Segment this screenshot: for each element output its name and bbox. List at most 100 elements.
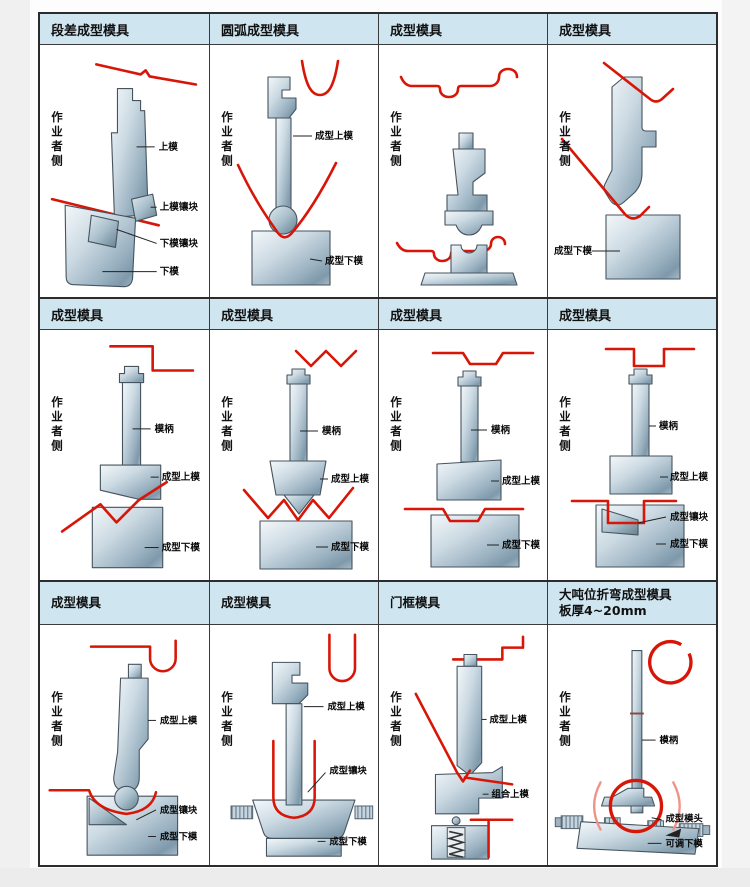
part-labels: 上模 上模镶块 下模镶块 下模 xyxy=(102,141,198,278)
part-label: 上模镶块 xyxy=(160,201,199,213)
panel-diagram-area: 作业者侧 xyxy=(210,625,378,865)
panel-title: 成型模具 xyxy=(548,299,716,330)
part-label: 成型上模 xyxy=(160,714,198,726)
part-label: 成型上模 xyxy=(327,701,365,713)
die-diagram: 模柄 成型模头 可调下模 xyxy=(554,639,711,855)
die-shapes xyxy=(554,650,711,855)
red-profile xyxy=(109,345,195,372)
part-labels: 模柄 成型上模 成型下模 xyxy=(132,423,200,554)
panel-title: 门框模具 xyxy=(379,582,547,625)
red-profile xyxy=(648,639,693,685)
part-labels: 成型上模 成型镶块 成型下模 xyxy=(136,714,198,842)
part-labels: 模柄 成型上模 成型下模 xyxy=(471,424,541,551)
red-profile xyxy=(399,67,519,99)
panel-diagram-area: 作业者侧 成型下模 xyxy=(548,45,716,297)
part-label: 下模 xyxy=(160,266,180,278)
die-catalog-grid: 段差成型模具 作业者侧 xyxy=(38,12,718,867)
panel-diagram-area: 作业者侧 xyxy=(210,45,378,297)
die-diagram xyxy=(395,67,519,286)
red-profile xyxy=(60,480,169,533)
panel-z-forming-die: 成型模具 作业者侧 模柄 xyxy=(40,299,209,580)
panel-title: 成型模具 xyxy=(548,14,716,45)
red-profile xyxy=(560,61,675,220)
red-profile xyxy=(272,739,316,820)
part-label: 成型上模 xyxy=(315,130,354,142)
panel-heavy-tonnage-forming-die: 大吨位折弯成型模具 板厚4~20mm 作业者侧 xyxy=(547,582,716,865)
panel-title: 成型模具 xyxy=(210,582,378,625)
operator-side-label: 作业者侧 xyxy=(558,691,572,749)
panel-title: 成型模具 xyxy=(379,14,547,45)
part-label: 成型下模 xyxy=(160,830,198,842)
panel-diagram-area: 作业者侧 xyxy=(379,45,547,297)
panel-diagram-area: 作业者侧 模柄 xyxy=(40,330,209,580)
operator-side-label: 作业者侧 xyxy=(220,691,234,749)
panel-title: 大吨位折弯成型模具 板厚4~20mm xyxy=(548,582,716,625)
part-label: 模柄 xyxy=(491,424,511,436)
part-label: 组合上模 xyxy=(492,788,530,800)
die-diagram: 上模 上模镶块 下模镶块 下模 xyxy=(50,63,198,288)
part-label: 成型下模 xyxy=(329,835,367,847)
panel-bead-forming-die: 成型模具 作业者侧 xyxy=(378,14,547,297)
part-labels: 成型下模 xyxy=(554,245,620,257)
part-label: 成型上模 xyxy=(670,471,709,483)
red-profile xyxy=(414,692,514,859)
part-labels: 成型上模 成型下模 xyxy=(293,130,364,267)
panel-subtitle-text: 板厚4~20mm xyxy=(559,603,647,618)
part-label: 模柄 xyxy=(155,423,175,435)
part-labels: 模柄 成型模头 可调下模 xyxy=(641,734,703,849)
die-shapes xyxy=(64,87,158,288)
die-shapes xyxy=(230,661,374,857)
red-profile xyxy=(403,507,525,523)
part-label: 成型下模 xyxy=(325,255,364,267)
die-shapes xyxy=(430,653,503,860)
part-labels: 成型上模 组合上模 xyxy=(481,713,530,800)
die-diagram: 成型下模 xyxy=(554,61,681,280)
die-diagram: 成型上模 成型镶块 成型下模 xyxy=(230,633,374,857)
red-profile xyxy=(89,639,177,673)
part-label: 成型镶块 xyxy=(329,765,367,777)
panel-deep-u-forming-die: 成型模具 作业者侧 xyxy=(209,582,378,865)
part-label: 成型下模 xyxy=(554,245,593,257)
operator-side-label: 作业者侧 xyxy=(220,111,234,169)
operator-side-label: 作业者侧 xyxy=(50,111,64,169)
red-profile xyxy=(431,351,535,366)
die-shapes xyxy=(91,365,164,569)
panel-u-forming-die: 成型模具 作业者侧 xyxy=(40,582,209,865)
die-diagram: 成型上模 组合上模 xyxy=(414,635,530,860)
die-diagram: 模柄 成型上模 成型镶块 成型下模 xyxy=(570,347,709,568)
panel-step-forming-die: 段差成型模具 作业者侧 xyxy=(40,14,209,297)
die-diagram: 模柄 成型上模 成型下模 xyxy=(60,345,200,569)
operator-side-label: 作业者侧 xyxy=(558,111,572,169)
part-label: 可调下模 xyxy=(665,837,703,849)
panel-title: 成型模具 xyxy=(210,299,378,330)
part-label: 成型上模 xyxy=(490,713,528,725)
red-profile xyxy=(451,635,525,661)
part-labels: 模柄 成型上模 成型下模 xyxy=(300,425,370,553)
die-diagram: 成型上模 成型下模 xyxy=(236,59,364,286)
part-label: 成型下模 xyxy=(670,538,709,550)
part-label: 成型下模 xyxy=(331,541,370,553)
die-shapes xyxy=(444,132,494,236)
panel-door-frame-die: 门框模具 作业者侧 xyxy=(378,582,547,865)
panel-w-forming-die: 成型模具 作业者侧 xyxy=(209,299,378,580)
red-profile xyxy=(242,486,355,522)
die-shapes xyxy=(251,76,331,286)
panel-title: 成型模具 xyxy=(379,299,547,330)
part-labels: 成型上模 成型镶块 成型下模 xyxy=(303,701,367,847)
page-margin-left xyxy=(0,0,30,887)
panel-diagram-area: 作业者侧 xyxy=(548,625,716,865)
operator-side-label: 作业者侧 xyxy=(558,396,572,454)
part-labels: 模柄 成型上模 成型镶块 成型下模 xyxy=(637,420,709,550)
part-label: 模柄 xyxy=(659,420,679,432)
panel-title: 段差成型模具 xyxy=(40,14,209,45)
panel-title: 圆弧成型模具 xyxy=(210,14,378,45)
part-label: 成型镶块 xyxy=(670,511,709,523)
panel-diagram-area: 作业者侧 模柄 xyxy=(379,330,547,580)
red-profile xyxy=(48,788,158,816)
panel-diagram-area: 作业者侧 成型上模 xyxy=(40,625,209,865)
panel-gooseneck-forming-die: 成型模具 作业者侧 成型下模 xyxy=(547,14,716,297)
part-label: 成型模头 xyxy=(665,813,703,825)
operator-side-label: 作业者侧 xyxy=(389,111,403,169)
panel-title: 成型模具 xyxy=(40,299,209,330)
operator-side-label: 作业者侧 xyxy=(50,691,64,749)
